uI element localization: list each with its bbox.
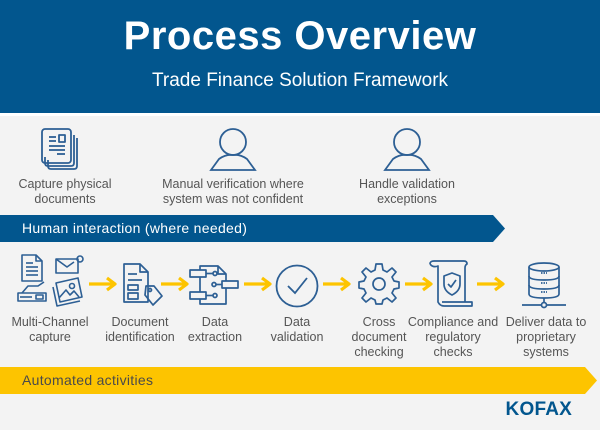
auto-step-data-extraction: Data extraction xyxy=(187,315,243,344)
divider xyxy=(0,113,600,116)
scroll-shield-icon xyxy=(429,260,473,307)
page-subtitle: Trade Finance Solution Framework xyxy=(151,70,449,91)
auto-step-data-validation: Data validation xyxy=(270,315,324,344)
automated-activities-bar: Automated activities xyxy=(0,367,600,394)
human-interaction-label: Human interaction (where needed) xyxy=(22,220,248,236)
gear-icon xyxy=(358,263,400,305)
document-tag-icon xyxy=(123,263,163,306)
data-extraction-icon xyxy=(189,265,239,305)
human-interaction-bar: Human interaction (where needed) xyxy=(0,215,506,242)
documents-stack-icon xyxy=(41,128,78,170)
auto-step-deliver-data: Deliver data to proprietary systems xyxy=(505,315,587,359)
auto-step-cross-document: Cross document checking xyxy=(351,315,407,359)
multi-channel-icon xyxy=(17,254,84,307)
auto-step-compliance: Compliance and regulatory checks xyxy=(407,315,499,359)
blue-arrow-shape xyxy=(0,215,505,242)
page-title: Process Overview xyxy=(123,14,477,58)
flow-arrow-icon xyxy=(244,276,272,292)
database-icon xyxy=(522,262,566,309)
human-step-capture-physical: Capture physical documents xyxy=(18,177,112,206)
human-step-handle-exceptions: Handle validation exceptions xyxy=(359,177,455,206)
automated-activities-label: Automated activities xyxy=(22,372,154,388)
flow-arrow-icon xyxy=(323,276,351,292)
checkmark-circle-icon xyxy=(275,264,319,308)
flow-arrow-icon xyxy=(89,276,117,292)
auto-step-document-identification: Document identification xyxy=(105,315,175,344)
auto-step-multi-channel: Multi-Channel capture xyxy=(11,315,89,344)
person-icon xyxy=(209,128,257,171)
person-icon xyxy=(383,128,431,171)
flow-arrow-icon xyxy=(477,276,505,292)
flow-arrow-icon xyxy=(161,276,189,292)
header-banner: Process Overview Trade Finance Solution … xyxy=(0,0,600,113)
human-step-manual-verification: Manual verification where system was not… xyxy=(162,177,304,206)
kofax-logo: KOFAX xyxy=(505,399,572,420)
flow-arrow-icon xyxy=(405,276,433,292)
yellow-arrow-shape xyxy=(0,367,597,394)
